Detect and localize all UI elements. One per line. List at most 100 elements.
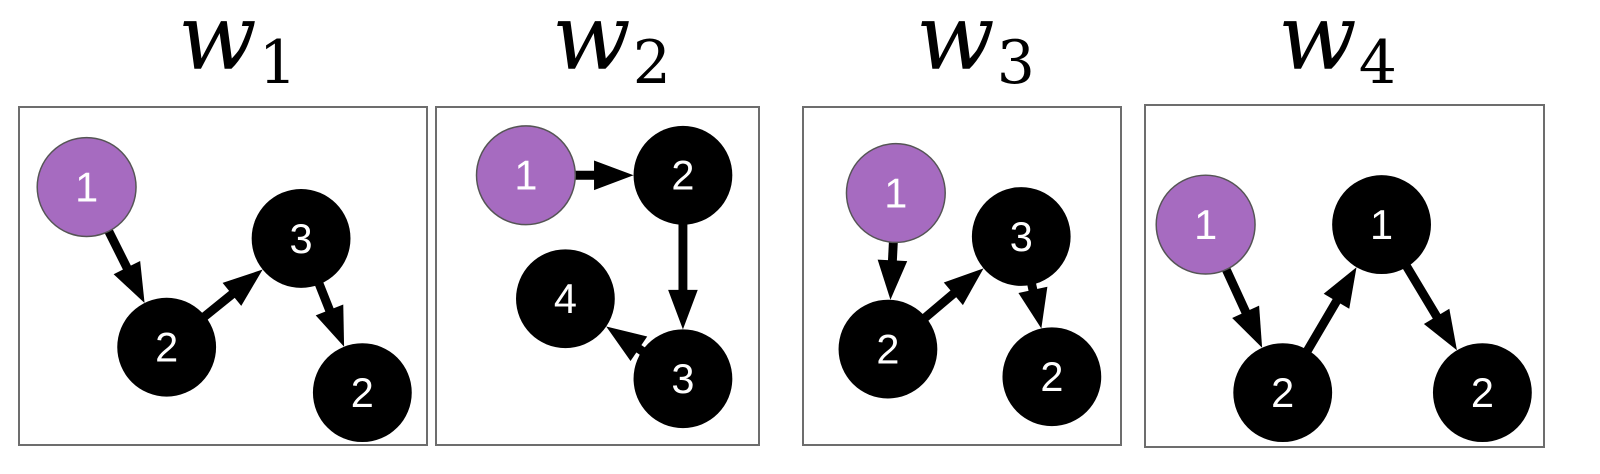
node-label: 3 <box>671 355 694 402</box>
walk-graph-w4: 1 2 1 2 <box>1155 174 1532 443</box>
walk-edge-arrow <box>1221 265 1263 348</box>
walk-edge-arrow <box>1302 267 1357 354</box>
node-label: 1 <box>884 170 907 217</box>
walk-edge-arrow <box>877 240 908 300</box>
arrow-head <box>315 304 345 347</box>
graph-node: 2 <box>1002 327 1102 427</box>
graph-node: 1 <box>1155 174 1256 275</box>
graph-node: 3 <box>251 189 351 288</box>
walk-label-w2: w2 <box>552 0 671 93</box>
start-node <box>475 125 577 226</box>
node-label: 4 <box>554 275 577 322</box>
walk-label-w3: w3 <box>916 0 1035 93</box>
walk-label-var: w <box>1278 0 1357 91</box>
node-label: 1 <box>75 164 98 211</box>
walk-node <box>1002 327 1102 427</box>
start-node <box>1155 174 1256 275</box>
graph-node: 1 <box>1332 175 1431 275</box>
walk-edge-arrow <box>1402 262 1457 351</box>
walk-edge-arrow <box>573 160 634 191</box>
walk-edges <box>573 160 698 361</box>
arrow-shaft <box>200 288 238 321</box>
walk-panel-w2: 1 2 3 4 <box>435 106 760 446</box>
walk-node <box>971 187 1071 286</box>
walk-label-w4: w4 <box>1278 0 1397 93</box>
node-label: 3 <box>290 215 313 262</box>
arrow-head <box>594 160 634 191</box>
arrow-head <box>1018 286 1048 329</box>
walk-edge-arrow <box>314 280 345 347</box>
arrow-head <box>1423 308 1457 351</box>
graph-node: 2 <box>633 125 733 225</box>
walk-edges <box>877 240 1048 329</box>
arrow-shaft <box>1302 295 1343 354</box>
arrow-head <box>113 260 145 303</box>
node-label: 2 <box>1271 369 1294 416</box>
walk-node <box>516 249 615 349</box>
graph-node: 1 <box>475 125 577 226</box>
walk-node <box>251 189 351 288</box>
arrow-shaft <box>314 280 336 316</box>
walk-graph-w1: 1 2 3 2 <box>36 136 412 443</box>
node-label: 2 <box>1471 369 1494 416</box>
node-label: 2 <box>351 369 374 416</box>
graph-node: 2 <box>117 297 217 397</box>
walk-label-sub: 3 <box>996 28 1035 98</box>
graph-node: 3 <box>633 329 733 429</box>
walk-panel-w3: 1 2 3 2 <box>802 106 1122 446</box>
walk-graph-w3: 1 2 3 2 <box>838 142 1102 427</box>
walk-edge-arrow <box>668 222 698 330</box>
walk-node <box>838 299 938 399</box>
start-node <box>845 142 946 244</box>
walk-label-w1: w1 <box>178 0 297 93</box>
arrow-head <box>943 268 984 306</box>
node-label: 2 <box>876 326 899 373</box>
walk-edge-arrow <box>103 227 145 303</box>
graph-node: 3 <box>971 187 1071 286</box>
start-node <box>36 136 137 238</box>
walk-label-sub: 2 <box>632 28 671 98</box>
walk-node <box>1233 343 1333 443</box>
walk-node <box>312 343 412 443</box>
walk-node <box>633 125 733 225</box>
graph-node: 2 <box>1233 343 1333 443</box>
walk-edge-arrow <box>921 268 984 322</box>
arrow-shaft <box>103 227 133 274</box>
walk-panel-w1: 1 2 3 2 <box>18 106 428 446</box>
graph-node: 4 <box>516 249 615 349</box>
arrow-head <box>606 326 648 361</box>
arrow-shaft <box>1402 262 1443 323</box>
arrow-head <box>1232 305 1263 348</box>
walk-edge-arrow <box>1018 281 1048 329</box>
walk-label-sub: 4 <box>1358 28 1397 98</box>
graph-node: 1 <box>36 136 137 238</box>
graph-node: 2 <box>1432 343 1532 443</box>
node-label: 1 <box>1194 201 1217 248</box>
graph-node: 1 <box>845 142 946 244</box>
walk-node <box>1332 175 1431 275</box>
graph-node: 2 <box>312 343 412 443</box>
node-label: 1 <box>514 152 537 199</box>
arrow-head <box>668 289 698 330</box>
node-label: 1 <box>1370 201 1393 248</box>
walk-label-var: w <box>552 0 631 91</box>
walk-label-var: w <box>178 0 257 91</box>
graph-node: 2 <box>838 299 938 399</box>
walk-edge-arrow <box>200 269 263 321</box>
walk-node <box>1432 343 1532 443</box>
node-label: 2 <box>671 152 694 199</box>
arrow-shaft <box>921 287 960 322</box>
walk-edges <box>103 227 345 347</box>
node-label: 2 <box>1040 353 1063 400</box>
walk-graph-w2: 1 2 3 4 <box>475 125 733 429</box>
walk-panel-w4: 1 2 1 2 <box>1144 104 1545 448</box>
node-label: 2 <box>155 324 178 371</box>
arrow-head <box>877 259 908 300</box>
walk-edges <box>1221 262 1457 354</box>
walk-node <box>633 329 733 429</box>
walk-label-sub: 1 <box>258 28 297 98</box>
arrow-shaft <box>1221 265 1252 318</box>
walk-node <box>117 297 217 397</box>
arrow-head <box>222 269 263 306</box>
arrow-head <box>1323 267 1357 309</box>
